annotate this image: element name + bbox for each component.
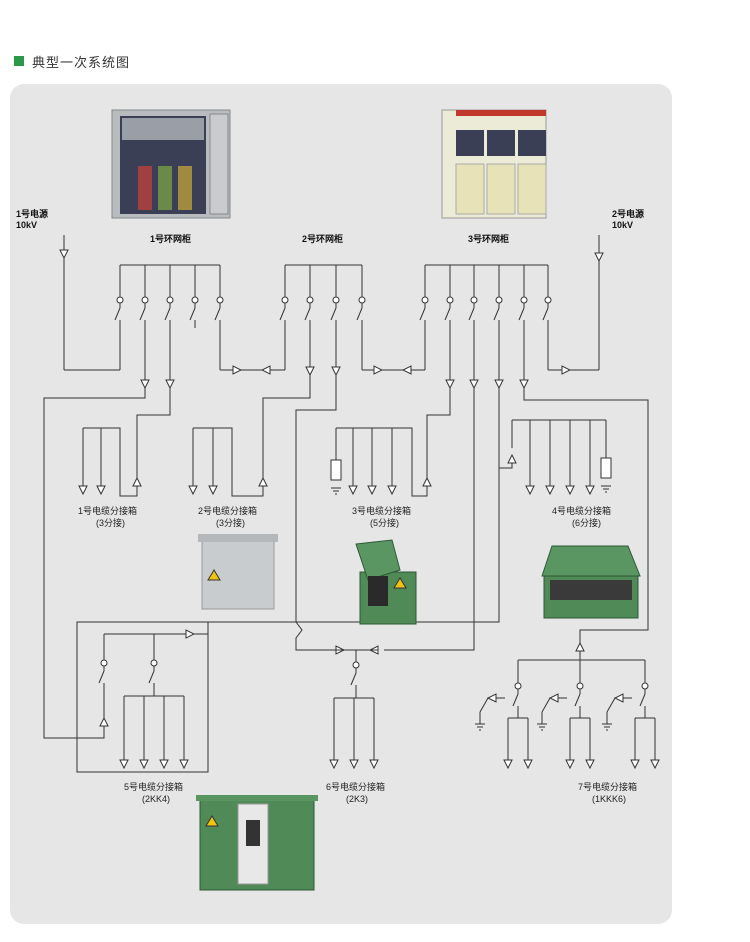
box-4-photo <box>541 545 641 619</box>
rmu2-switches <box>279 265 366 329</box>
box-4-spec: (6分接) <box>572 517 601 528</box>
box-5-photo <box>196 795 318 891</box>
box-6-name: 6号电缆分接箱 <box>326 781 385 792</box>
source-1-voltage: 10kV <box>16 220 37 230</box>
box-3-photo <box>355 539 417 625</box>
ring-unit-1-photo <box>111 109 231 219</box>
box-1-spec: (3分接) <box>96 517 125 528</box>
box-3-spec: (5分接) <box>370 517 399 528</box>
box-2-name: 2号电缆分接箱 <box>198 505 257 516</box>
source-2-voltage: 10kV <box>612 220 633 230</box>
box-1-name: 1号电缆分接箱 <box>78 505 137 516</box>
box-7-spec: (1KKK6) <box>592 794 626 804</box>
source-1-name: 1号电源 <box>16 208 48 219</box>
box-7-name: 7号电缆分接箱 <box>578 781 637 792</box>
header-square-icon <box>14 56 24 66</box>
box-2-photo <box>198 534 278 610</box>
ring-unit-3-label: 3号环网柜 <box>468 233 509 244</box>
ring-unit-3-photo <box>441 109 547 219</box>
source-2-name: 2号电源 <box>612 208 644 219</box>
box-5-spec: (2KK4) <box>142 794 170 804</box>
box-3-name: 3号电缆分接箱 <box>352 505 411 516</box>
ring-unit-2-label: 2号环网柜 <box>302 233 343 244</box>
box-2-spec: (3分接) <box>216 517 245 528</box>
section-header: 典型一次系统图 <box>14 52 130 70</box>
box-7-earth-switches <box>474 693 632 731</box>
rmu3-switches <box>419 265 552 329</box>
rmu1-switches <box>114 265 224 329</box>
page-title: 典型一次系统图 <box>32 54 131 70</box>
diagram-panel <box>10 84 672 924</box>
box-6-spec: (2K3) <box>346 794 368 804</box>
box-4-name: 4号电缆分接箱 <box>552 505 611 516</box>
ring-unit-1-label: 1号环网柜 <box>150 233 191 244</box>
box-5-name: 5号电缆分接箱 <box>124 781 183 792</box>
